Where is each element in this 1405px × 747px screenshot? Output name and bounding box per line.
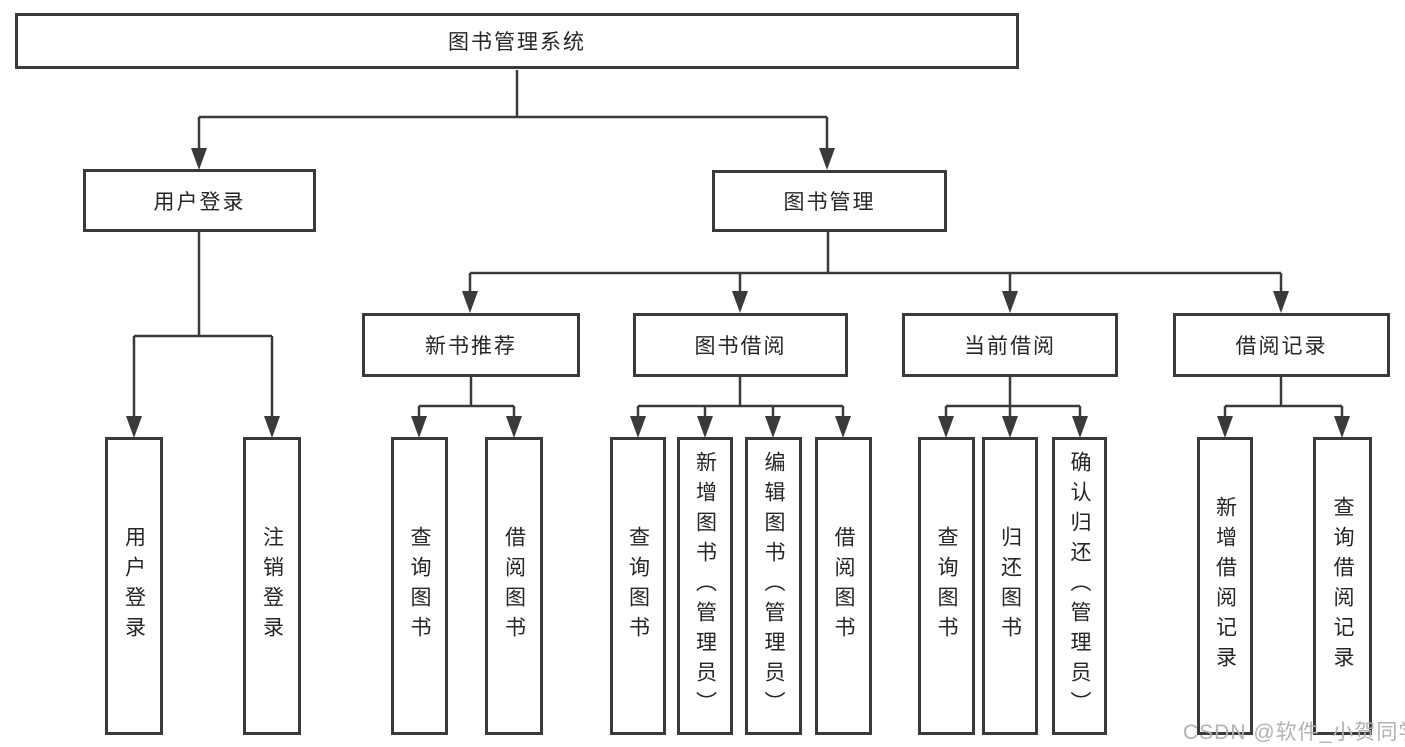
leaf-return-book: 归还图书 [982,437,1038,735]
leaf-borrow-book-under-recommend: 借阅图书 [485,437,543,735]
node-new-book-recommend-label: 新书推荐 [425,335,517,358]
node-user-login-label: 用户登录 [153,190,246,214]
node-book-borrow-label: 图书借阅 [694,335,787,358]
leaf-add-borrow-record: 新增借阅记录 [1197,437,1253,735]
leaf-query-borrow-record: 查询借阅记录 [1313,437,1372,735]
leaf-borrow-book-label: 借阅图书 [502,526,526,646]
node-book-management-label: 图书管理 [783,191,876,214]
leaf-add-book-admin: 新增图书（管理员） [677,437,733,735]
leaf-borrow-book-label: 借阅图书 [832,526,855,646]
leaf-edit-book-admin: 编辑图书（管理员） [745,437,802,735]
node-book-borrow: 图书借阅 [633,313,848,377]
node-root-system: 图书管理系统 [15,13,1019,69]
leaf-borrow-book-under-borrow: 借阅图书 [815,437,872,735]
leaf-query-borrow-record-label: 查询借阅记录 [1331,496,1354,676]
csdn-watermark: CSDN @软件_小贺同学 [1183,721,1405,744]
leaf-confirm-return-admin: 确认归还（管理员） [1052,437,1107,735]
node-current-borrow: 当前借阅 [902,313,1118,377]
arrowhead-icons [126,148,1350,438]
node-borrow-records: 借阅记录 [1173,313,1390,377]
leaf-return-book-label: 归还图书 [998,526,1022,646]
leaf-query-book-under-current: 查询图书 [918,437,975,735]
leaf-add-borrow-record-label: 新增借阅记录 [1213,496,1237,676]
node-current-borrow-label: 当前借阅 [964,335,1056,358]
node-root-label: 图书管理系统 [448,31,586,54]
leaf-logout-label: 注销登录 [260,526,284,646]
leaf-query-book-label: 查询图书 [626,526,650,646]
leaf-query-book-label: 查询图书 [935,526,958,646]
leaf-user-login-label: 用户登录 [122,526,146,646]
leaf-query-book-under-borrow: 查询图书 [610,437,666,735]
node-user-login: 用户登录 [83,169,316,232]
leaf-edit-book-admin-label: 编辑图书（管理员） [762,451,785,721]
leaf-confirm-return-admin-label: 确认归还（管理员） [1068,451,1091,721]
node-borrow-records-label: 借阅记录 [1235,335,1328,358]
leaf-query-book-under-recommend: 查询图书 [391,437,448,735]
leaf-logout: 注销登录 [243,437,301,735]
leaf-add-book-admin-label: 新增图书（管理员） [693,451,717,721]
node-new-book-recommend: 新书推荐 [362,313,580,377]
leaf-user-login: 用户登录 [105,437,163,735]
node-book-management: 图书管理 [712,170,947,232]
leaf-query-book-label: 查询图书 [408,526,431,646]
